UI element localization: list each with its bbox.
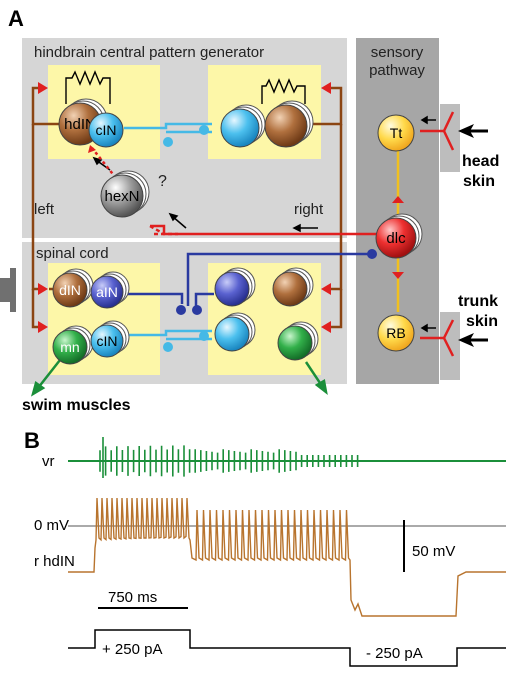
neuron-hexn: hexN xyxy=(100,170,150,218)
plus-current-label: + 250 pA xyxy=(102,641,162,658)
hexN-question: ? xyxy=(158,173,167,190)
dlc-input-bottom xyxy=(392,272,404,279)
neuron-label-dlc: dlc xyxy=(386,230,406,247)
neuron-label-rb: RB xyxy=(386,325,405,341)
neuron-rb: RB xyxy=(377,314,415,352)
neuron-dlc: dlc xyxy=(375,213,423,259)
neuron-sr-blue xyxy=(214,267,256,307)
head-label: head xyxy=(462,153,499,170)
neuron-cin-sc: cIN xyxy=(90,320,130,358)
trunk-skin-box xyxy=(440,312,460,380)
trunk-stimulus-head xyxy=(458,333,474,347)
margin-mark xyxy=(0,268,16,312)
neuron-tt: Tt xyxy=(377,114,415,152)
hdIN-trace xyxy=(68,497,506,617)
head-receptor xyxy=(420,111,455,151)
vr-trace xyxy=(68,437,506,478)
neuron-sr-cyan xyxy=(214,312,256,352)
hdIN-left-resistor xyxy=(65,70,111,104)
neuron-sr-green xyxy=(277,321,319,361)
motor-outputs xyxy=(30,359,328,397)
trunk-skin-label: skin xyxy=(466,313,498,330)
hindbrain-title: hindbrain central pattern generator xyxy=(34,44,264,61)
trunk-receptor xyxy=(420,319,455,357)
minus-current-label: - 250 pA xyxy=(366,645,423,662)
neuron-sr-brown xyxy=(272,267,314,307)
zero-mv-label: 0 mV xyxy=(34,517,69,534)
dlc-to-hexN xyxy=(149,224,165,236)
neuron-label-ain: aIN xyxy=(96,284,118,300)
dlc-blue-terminal xyxy=(367,249,377,259)
vr-label: vr xyxy=(42,453,55,470)
dlc-input-top xyxy=(392,196,404,203)
small-black-arrows xyxy=(92,115,436,333)
dlc-to-aIN-axon xyxy=(186,252,372,306)
neuron-label-hdin: hdIN xyxy=(64,116,96,133)
neuron-label-cin-sc: cIN xyxy=(97,333,118,349)
hexN-to-hdIN xyxy=(91,147,117,179)
sensory-title-2: pathway xyxy=(369,62,425,79)
panel-b-label: B xyxy=(24,428,40,453)
left-label: left xyxy=(34,201,55,218)
right-label: right xyxy=(294,201,324,218)
neuron-cin-hb: cIN xyxy=(88,112,124,148)
spinal-cord-title: spinal cord xyxy=(36,245,109,262)
sensory-title-1: sensory xyxy=(371,44,424,61)
neuron-label-din: dIN xyxy=(59,282,81,298)
head-stimulus-head xyxy=(458,124,474,138)
head-skin-label: skin xyxy=(463,173,495,190)
excitatory-synapses xyxy=(38,82,331,333)
neuron-mn: mn xyxy=(52,325,94,365)
neuron-hr-brown xyxy=(264,100,314,148)
head-skin-box xyxy=(440,104,460,172)
dlc-axon xyxy=(150,224,378,236)
neuron-label-hexn: hexN xyxy=(104,188,139,205)
cIN-terminals xyxy=(163,125,209,352)
neuron-label-tt: Tt xyxy=(390,125,403,141)
hexN-synapse xyxy=(88,145,96,153)
trunk-label: trunk xyxy=(458,293,498,310)
hdIN-membrane-trace xyxy=(68,497,506,617)
scale-mv-label: 50 mV xyxy=(412,543,455,560)
panel-a-label: A xyxy=(8,6,24,31)
r-hdIN-label: r hdIN xyxy=(34,553,75,570)
aIN-axon xyxy=(126,292,184,304)
neuron-hr-cyan xyxy=(220,104,266,148)
neuron-label-cin-hb: cIN xyxy=(96,122,117,138)
neuron-din: dIN xyxy=(52,268,94,308)
scale-ms-label: 750 ms xyxy=(108,589,157,606)
aIN-terminal-1 xyxy=(176,305,186,315)
vr-spikes xyxy=(99,437,359,478)
neuron-ain: aIN xyxy=(90,271,130,309)
neuron-label-mn: mn xyxy=(60,339,79,355)
hdIN-right-resistor xyxy=(261,78,306,104)
swim-muscles-label: swim muscles xyxy=(22,397,131,414)
aIN-axon-right xyxy=(194,292,214,310)
current-protocol xyxy=(68,629,506,667)
